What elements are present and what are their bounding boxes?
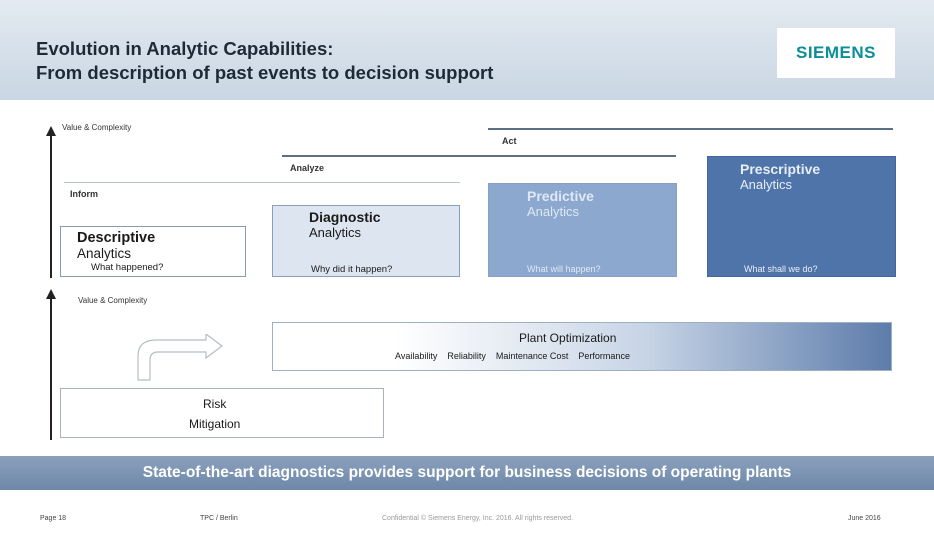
- title-line-2: From description of past events to decis…: [36, 62, 494, 83]
- footer-page-number: Page 18: [40, 515, 67, 522]
- stage-inform-label: Inform: [70, 189, 98, 199]
- curved-arrow-icon: [137, 334, 223, 381]
- prescriptive-title: Prescriptive: [740, 161, 821, 177]
- siemens-logo: SIEMENS: [777, 28, 895, 78]
- banner-text: State-of-the-art diagnostics provides su…: [142, 464, 792, 481]
- plant-optimization-title: Plant Optimization: [519, 331, 617, 345]
- risk-line-1: Risk: [203, 397, 227, 411]
- predictive-title: Predictive: [527, 188, 594, 204]
- logo-text: SIEMENS: [795, 43, 877, 62]
- risk-mitigation-box: Risk Mitigation: [60, 388, 384, 438]
- descriptive-question: What happened?: [91, 262, 164, 273]
- footer-event: TPC / Berlin: [200, 515, 238, 522]
- top-value-axis: [50, 133, 52, 278]
- prescriptive-subtitle: Analytics: [740, 177, 793, 192]
- up-arrow-icon: [46, 289, 56, 299]
- bottom-value-axis: [50, 296, 52, 440]
- prescriptive-analytics-box: Prescriptive Analytics What shall we do?: [707, 156, 896, 277]
- title-line-1: Evolution in Analytic Capabilities:: [36, 38, 334, 59]
- act-line: [488, 128, 893, 130]
- plant-optimization-bar: Plant Optimization Availability Reliabil…: [272, 322, 892, 371]
- descriptive-title: Descriptive: [77, 230, 156, 246]
- footer-confidential: Confidential © Siemens Energy, Inc. 2016…: [382, 515, 574, 522]
- item-maintenance-cost: Maintenance Cost: [495, 351, 569, 361]
- footer-date: June 2016: [848, 515, 881, 522]
- diagnostic-question: Why did it happen?: [311, 264, 393, 275]
- descriptive-subtitle: Analytics: [77, 246, 132, 261]
- stage-analyze-label: Analyze: [290, 163, 325, 173]
- diagnostic-subtitle: Analytics: [309, 225, 362, 240]
- diagnostic-analytics-box: Diagnostic Analytics Why did it happen?: [272, 205, 460, 277]
- analyze-line: [282, 155, 676, 157]
- slide-title: Evolution in Analytic Capabilities: From…: [36, 37, 493, 85]
- prescriptive-question: What shall we do?: [744, 264, 818, 274]
- descriptive-analytics-box: Descriptive Analytics What happened?: [60, 226, 246, 277]
- inform-line: [64, 182, 460, 183]
- risk-line-2: Mitigation: [189, 417, 241, 431]
- up-arrow-icon: [46, 126, 56, 136]
- predictive-analytics-box: Predictive Analytics What will happen?: [488, 183, 677, 277]
- predictive-question: What will happen?: [527, 264, 601, 274]
- predictive-subtitle: Analytics: [527, 204, 580, 219]
- stage-act-label: Act: [502, 136, 517, 146]
- bottom-axis-label: Value & Complexity: [78, 296, 148, 305]
- top-axis-label: Value & Complexity: [62, 123, 132, 132]
- plant-optimization-items: Availability Reliability Maintenance Cos…: [395, 351, 630, 361]
- conclusion-banner: State-of-the-art diagnostics provides su…: [0, 456, 934, 490]
- item-reliability: Reliability: [447, 351, 486, 361]
- diagnostic-title: Diagnostic: [309, 209, 381, 225]
- item-availability: Availability: [395, 351, 438, 361]
- item-performance: Performance: [578, 351, 630, 361]
